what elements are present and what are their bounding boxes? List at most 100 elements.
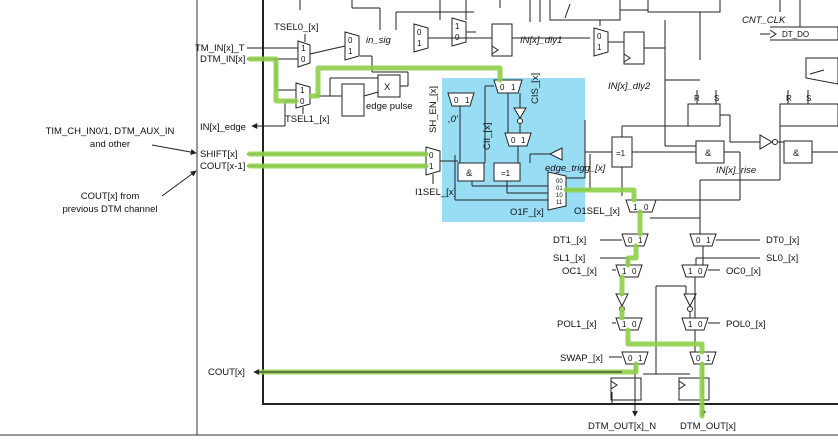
label-pol1: POL1_[x] (557, 319, 597, 330)
rs-flipflop-2 (779, 103, 838, 127)
edge-and-symbol: & (466, 168, 473, 179)
label-o1sel: O1SEL_[x] (574, 206, 620, 217)
label-sl0: SL0_[x] (766, 253, 798, 264)
o1sel-mux-in0: 0 (644, 203, 649, 212)
rs1-s: S (714, 94, 719, 103)
output-in-edge: IN[x]_edge (200, 122, 246, 133)
in-sig-mux-in0: 0 (348, 36, 353, 45)
dt0-mux-in1: 1 (706, 236, 711, 245)
note-cout-line2: previous DTM channel (62, 204, 157, 215)
label-pol0: POL0_[x] (726, 319, 766, 330)
lower-wiring (600, 180, 760, 404)
rise-and-symbol: & (705, 148, 712, 159)
rs-flipflop-1 (687, 103, 721, 127)
osel-in11: 11 (556, 200, 563, 206)
label-edge-trigg: edge_trigg_[x] (545, 163, 606, 174)
label-sh-en: SH_EN_[x] (428, 86, 439, 133)
osel-in10: 10 (556, 193, 563, 199)
dly2-flipflop (623, 31, 645, 65)
delay-mux-2 (451, 17, 467, 47)
o1sel-mux-in1: 1 (633, 203, 638, 212)
label-cnt-clk: CNT_CLK (742, 15, 786, 26)
tsel0-mux-in0: 0 (301, 55, 306, 64)
pol0-mux-in0: 0 (698, 320, 703, 329)
edge-xor-symbol: =1 (501, 169, 511, 178)
edge-and-gate (457, 162, 485, 182)
label-in-dly1: IN[x]_dly1 (520, 35, 562, 46)
oc0-mux (681, 264, 709, 278)
top-box-1 (549, 0, 621, 21)
out-flipflop-n (610, 377, 642, 401)
oc1-mux-in0: 0 (632, 267, 637, 276)
input-shift: SHIFT[x] (200, 149, 237, 160)
label-zero-const: ,0' (448, 114, 459, 125)
dt1-mux-in0: 0 (628, 236, 633, 245)
osel-in01: 01 (556, 186, 563, 192)
delay-mux-2-in1: 1 (455, 22, 460, 31)
label-in-rise: IN[x]_rise (716, 165, 756, 176)
label-oc1: OC1_[x] (562, 266, 597, 277)
rs2-r: R (786, 94, 792, 103)
tsel1-mux-in0: 0 (300, 97, 305, 106)
edge-trigg-buffer (548, 147, 563, 161)
label-in-sig: in_sig (366, 35, 392, 46)
delay-mux-1 (413, 23, 429, 53)
rs2-s: S (806, 94, 811, 103)
cii-mux (504, 132, 532, 147)
swap-mux-n (621, 351, 649, 365)
label-o1f: O1F_[x] (510, 207, 544, 218)
xor-x: X (384, 82, 391, 93)
osel-in00: 00 (556, 179, 563, 185)
cii-mux-in1: 1 (521, 136, 526, 145)
note-tim-line2: and other (90, 139, 130, 150)
pol0-mux-in1: 1 (688, 320, 693, 329)
cis-mux-in0: 0 (500, 83, 505, 92)
pol0-mux (681, 317, 709, 331)
dt0-mux (689, 233, 717, 247)
label-in-dly2: IN[x]_dly2 (608, 81, 651, 92)
label-dt1: DT1_[x] (553, 235, 586, 246)
sh-en-mux (447, 92, 475, 107)
dly2-mux-in1: 1 (597, 43, 602, 52)
dly2-mux (593, 27, 609, 57)
label-dt0: DT0_[x] (766, 235, 799, 246)
label-dt-do: DT_DO (782, 30, 809, 39)
delay-mux-1-in0: 0 (417, 28, 422, 37)
dt-do-box (770, 26, 838, 41)
label-sl1: SL1_[x] (553, 253, 585, 264)
label-tsel0: TSEL0_[x] (274, 22, 318, 33)
cii-mux-in0: 0 (511, 136, 516, 145)
module-border (262, 0, 838, 405)
right-and-symbol: & (793, 148, 800, 159)
cis-mux (493, 79, 523, 94)
swap-p-in0: 0 (696, 354, 701, 363)
oc0-mux-in0: 0 (698, 267, 703, 276)
label-cis: CIS_[x] (530, 73, 541, 104)
label-tsel1: TSEL1_[x] (285, 114, 329, 125)
pol0-inverter (683, 293, 697, 308)
label-i1sel: I1SEL_[x] (415, 187, 456, 198)
dly2-mux-in0: 0 (597, 32, 602, 41)
swap-p-in1: 1 (706, 354, 711, 363)
output-cout: COUT[x] (208, 367, 245, 378)
output-select-mux (547, 171, 567, 211)
label-cii: CII_[x] (482, 123, 493, 150)
dly1-flipflop (491, 23, 513, 57)
label-dtm-out: DTM_OUT[x] (680, 421, 736, 432)
tsel0-mux (297, 40, 311, 68)
note-cout-arrow (161, 170, 197, 197)
note-tim-arrow (151, 144, 197, 156)
input-tm-in-t: TM_IN[x]_T (195, 43, 245, 54)
swap-n-in0: 0 (628, 354, 633, 363)
sh-en-mux-in1: 1 (465, 96, 470, 105)
xor-outer-symbol: =1 (616, 149, 626, 158)
sh-en-mux-in0: 0 (454, 96, 459, 105)
cis-mux-in1: 1 (511, 83, 516, 92)
swap-n-in1: 1 (638, 354, 643, 363)
in-sig-mux-in1: 1 (348, 47, 353, 56)
tsel0-mux-in1: 1 (301, 44, 306, 53)
input-dtm-in: DTM_IN[x] (200, 54, 245, 65)
oc1-mux (615, 264, 643, 278)
note-tim-line1: TIM_CH_IN0/1, DTM_AUX_IN (46, 126, 175, 137)
